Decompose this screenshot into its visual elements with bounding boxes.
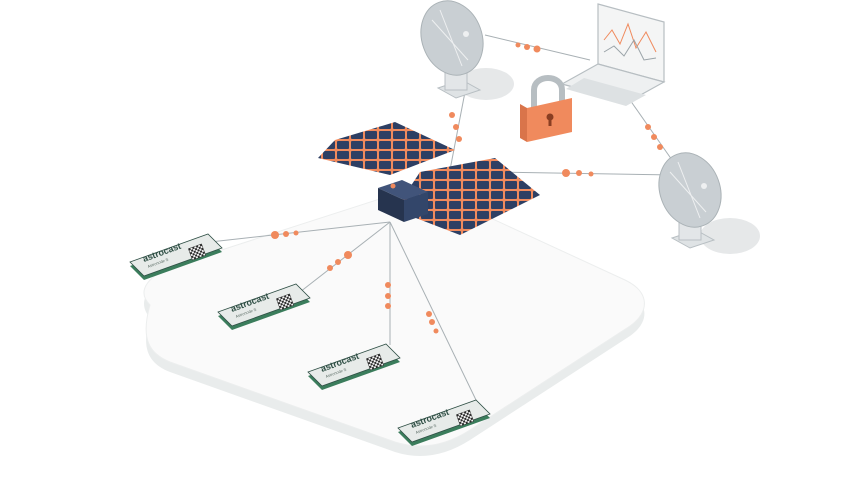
satellite-body-left (378, 188, 404, 222)
qr-code-icon (366, 353, 384, 371)
satellite-body-top (378, 180, 428, 200)
links (209, 34, 676, 401)
padlock-icon (520, 75, 572, 142)
solar-panel-right (395, 158, 540, 235)
satellite-body-right (404, 192, 428, 222)
qr-code-icon (188, 243, 206, 261)
link-module-1 (209, 221, 391, 243)
data-packets (271, 42, 663, 334)
link-sat-station-right (494, 171, 676, 176)
solar-panel-left (318, 122, 455, 175)
ground-station-dish-icon (420, 0, 514, 100)
module-2: astrocast Astronode S (217, 283, 311, 330)
qr-code-icon (456, 409, 474, 427)
satellite-icon (318, 122, 540, 235)
laptop-icon (560, 3, 666, 106)
satellite-beacon (390, 183, 396, 189)
qr-code-icon (276, 293, 294, 311)
link-sat-station-top (449, 91, 466, 171)
module-4: astrocast Astronode S (397, 399, 491, 446)
ground-station-dish-icon (658, 152, 760, 254)
platform (143, 190, 645, 456)
link-module-4 (389, 221, 477, 401)
link-laptop-station (629, 99, 673, 161)
module-3: astrocast Astronode S (307, 343, 401, 390)
